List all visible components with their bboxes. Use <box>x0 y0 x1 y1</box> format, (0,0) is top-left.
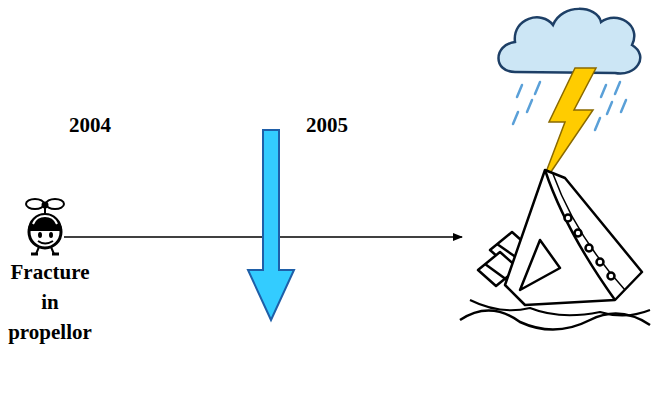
year-label: 2004 <box>55 110 125 140</box>
year-label: 2005 <box>292 110 362 140</box>
sinking-ship <box>460 170 650 330</box>
event-label: Fracture in propellor <box>2 257 98 347</box>
storm-cloud <box>499 9 641 188</box>
blue-down-arrow <box>248 130 294 320</box>
propeller-character <box>26 199 64 254</box>
